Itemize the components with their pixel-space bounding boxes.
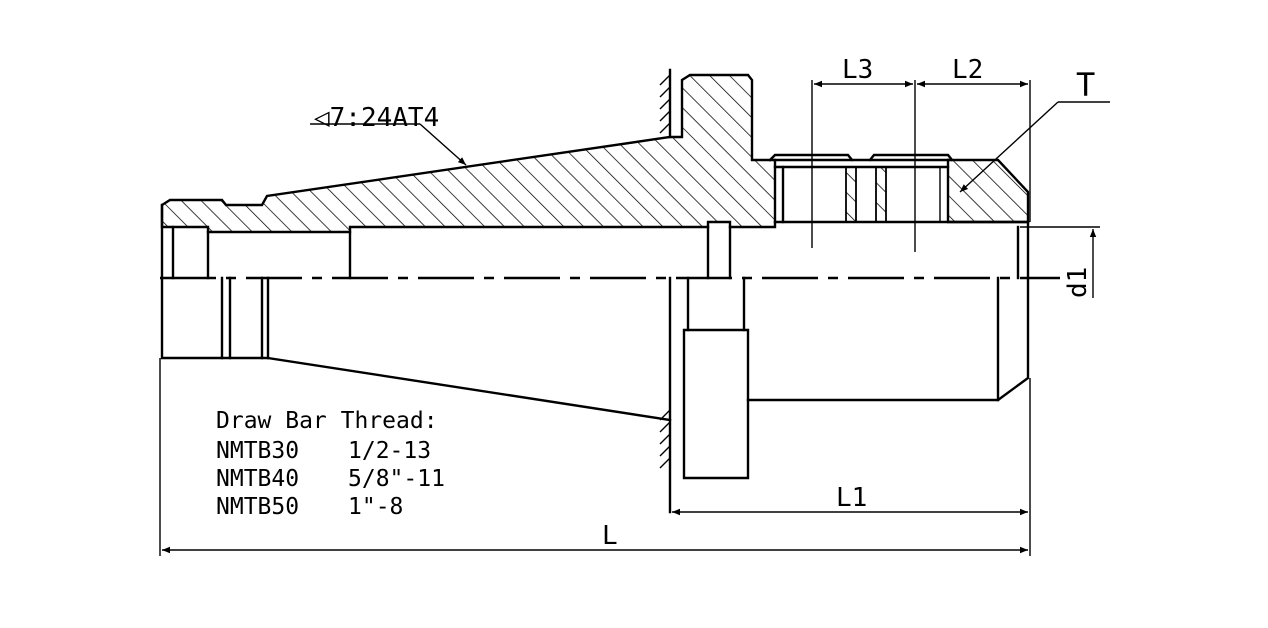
thread-size-1: 1/2-13 [348, 438, 431, 464]
thread-model-3: NMTB50 [216, 494, 299, 520]
dim-label-l: L [602, 521, 618, 551]
taper-body-section [160, 73, 777, 234]
dim-label-t: T [1076, 66, 1095, 104]
thread-model-1: NMTB30 [216, 438, 299, 464]
thread-model-2: NMTB40 [216, 466, 299, 492]
dim-label-l1: L1 [836, 483, 867, 513]
dim-label-l2: L2 [952, 55, 983, 85]
dimension-lines [159, 80, 1110, 556]
thread-size-3: 1"-8 [348, 494, 403, 520]
flange-cap-section [946, 158, 1030, 224]
draw-bar-thread-heading: Draw Bar Thread: [216, 408, 438, 434]
thread-size-2: 5/8"-11 [348, 466, 445, 492]
taper-note: ◁7:24AT4 [314, 103, 439, 133]
bolt-hole-wall-right [875, 166, 887, 223]
draw-bar-thread-table: Draw Bar Thread: NMTB30 1/2-13 NMTB40 5/… [216, 408, 445, 520]
bolt-hole-wall-left [845, 166, 857, 223]
outline-lower-half [160, 276, 1030, 514]
dim-label-d1: d1 [1063, 267, 1093, 298]
section-upper-half [160, 68, 1030, 280]
dim-label-l3: L3 [842, 55, 873, 85]
